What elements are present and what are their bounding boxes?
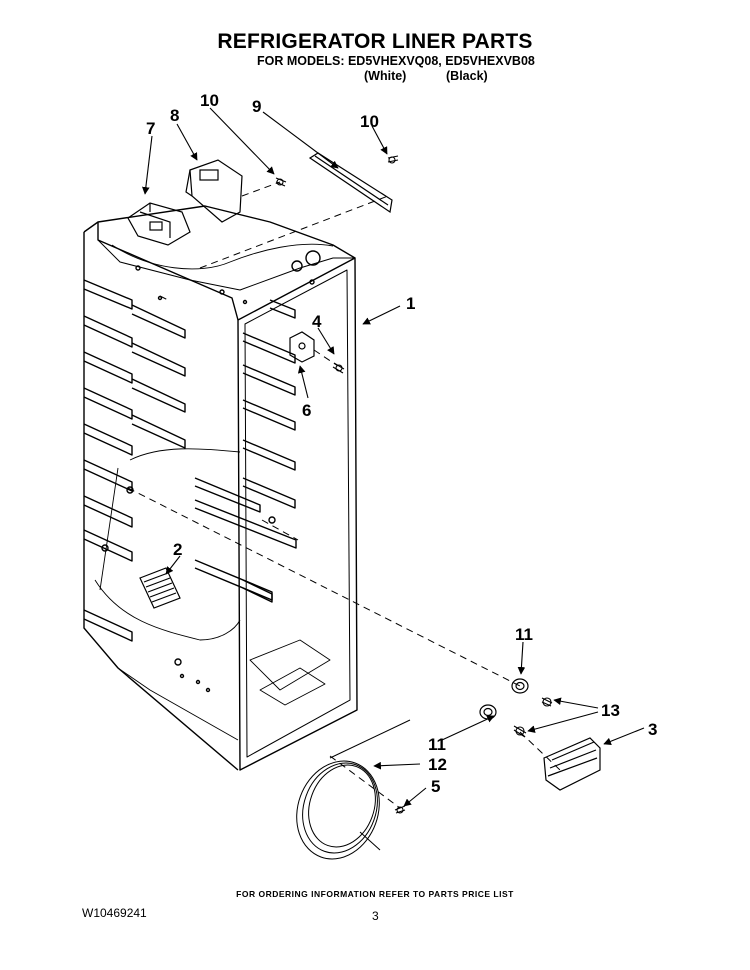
control-bracket — [185, 159, 243, 223]
callout-5: 5 — [431, 777, 440, 796]
callout-labels: 1 2 3 4 5 6 7 8 9 10 10 11 11 12 13 — [146, 91, 657, 796]
liner — [83, 205, 358, 771]
callout-11-bottom: 11 — [428, 735, 446, 754]
small-bracket — [289, 331, 315, 363]
coiled-tubing — [296, 719, 411, 860]
callout-3: 3 — [648, 720, 657, 739]
light-lens — [543, 737, 601, 791]
callout-4: 4 — [312, 312, 322, 331]
control-housing — [127, 202, 191, 246]
assembly-lines — [127, 181, 561, 809]
callout-1: 1 — [406, 294, 415, 313]
hole-plugs — [479, 678, 529, 720]
models-line: FOR MODELS: ED5VHEXVQ08, ED5VHEXVB08 — [257, 54, 535, 68]
document-number: W10469241 — [82, 906, 147, 920]
ordering-note: FOR ORDERING INFORMATION REFER TO PARTS … — [236, 889, 514, 899]
callout-10-right: 10 — [360, 112, 379, 131]
callout-7: 7 — [146, 119, 155, 138]
callout-2: 2 — [173, 540, 182, 559]
page-title: REFRIGERATOR LINER PARTS — [217, 30, 533, 53]
trim-strip — [308, 152, 393, 214]
callout-9: 9 — [252, 97, 261, 116]
callout-11-top: 11 — [515, 625, 533, 644]
callout-6: 6 — [302, 401, 311, 420]
page-number: 3 — [372, 909, 379, 923]
callout-12: 12 — [428, 755, 447, 774]
screws — [275, 155, 553, 814]
callout-13: 13 — [601, 701, 620, 720]
callout-8: 8 — [170, 106, 179, 125]
callout-10-left: 10 — [200, 91, 219, 110]
variant-black-label: (Black) — [446, 69, 488, 83]
vent-grille — [139, 567, 181, 609]
leader-lines — [142, 107, 645, 807]
variant-white-label: (White) — [364, 69, 407, 83]
